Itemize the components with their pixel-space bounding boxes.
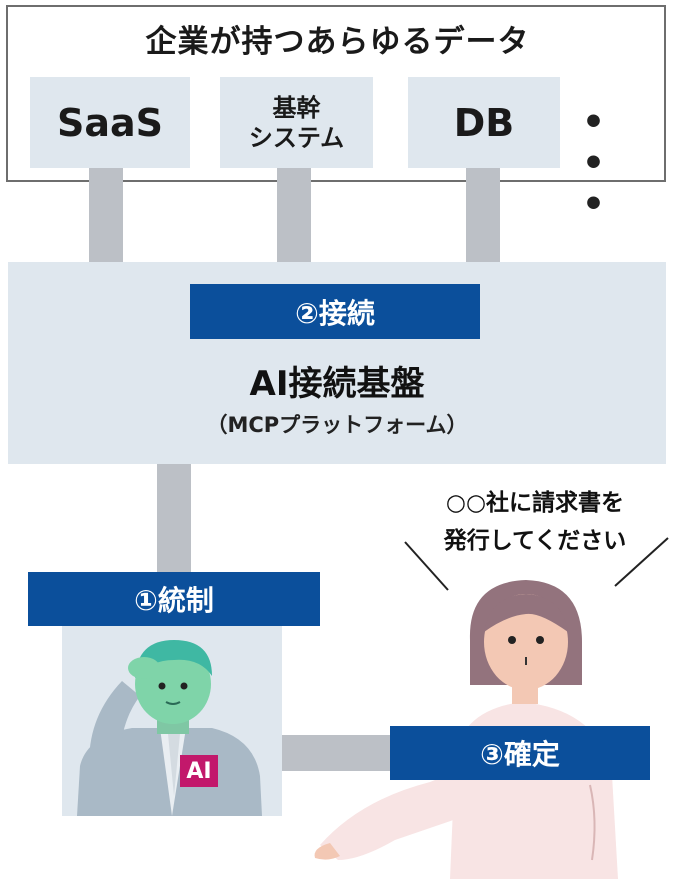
connector-core-system [277, 168, 311, 262]
source-core-system-label-2: システム [248, 123, 345, 152]
source-db: DB [408, 77, 560, 168]
speech-line-2: 発行してください [443, 528, 627, 554]
platform-title: AI接続基盤 [249, 364, 425, 404]
platform-subtitle: （MCPプラットフォーム） [206, 413, 468, 437]
ai-agent-panel [62, 626, 282, 816]
source-core-system-label-1: 基幹 [272, 93, 321, 122]
connector-db [466, 168, 500, 262]
connector-governance [157, 464, 191, 572]
step-connect-label: ②接続 [190, 284, 480, 339]
source-saas-label: SaaS [56, 100, 164, 145]
connector-confirm [282, 735, 390, 771]
source-core-system: 基幹 システム [220, 77, 373, 168]
step-governance-label: ①統制 [28, 572, 320, 626]
ai-agent-illustration [77, 640, 262, 816]
speech-line-1: ○○社に請求書を [445, 490, 625, 516]
user-request-speech: ○○社に請求書を 発行してください [400, 484, 670, 560]
user-illustration [314, 580, 618, 879]
ai-badge: AI [180, 755, 218, 787]
connector-saas [89, 168, 123, 262]
speech-marks [404, 537, 669, 591]
step-confirm-label: ③確定 [390, 726, 650, 780]
more-sources-ellipsis: • • • [582, 102, 620, 225]
source-saas: SaaS [30, 77, 190, 168]
source-db-label: DB [453, 100, 515, 145]
data-sources-title: 企業が持つあらゆるデータ [145, 24, 530, 60]
